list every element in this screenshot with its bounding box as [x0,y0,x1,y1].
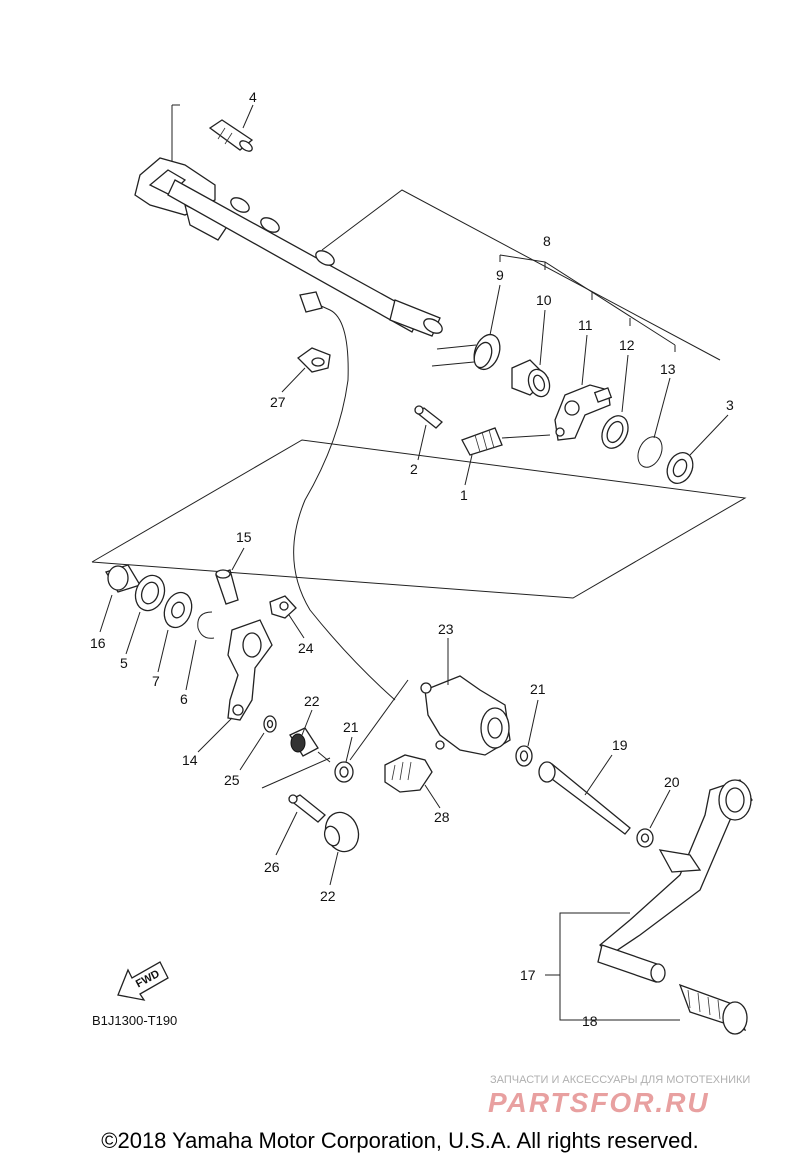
label-18: 18 [582,1013,598,1029]
washer-part-12 [601,415,629,449]
shift-pedal-part-17 [597,779,753,983]
washer-part-7 [163,591,193,629]
rod-part-19 [538,761,631,835]
label-25: 24 [298,640,314,656]
washer-part-26 [263,715,277,733]
label-29: 28 [434,809,450,825]
watermark-tagline: ЗАПЧАСТИ И АКСЕССУАРЫ ДЛЯ МОТОТЕХНИКИ [490,1074,750,1086]
nut-part-21-right [515,745,533,767]
label-14: 14 [182,752,198,768]
diagram-code: B1J1300-T190 [92,1013,177,1028]
bolt-part-27 [288,794,326,823]
bearing-part-16 [105,564,141,593]
bracket-lines-17-18 [545,912,680,1021]
bolt-part-15 [215,569,239,605]
label-1: 1 [460,487,468,503]
label-6: 6 [180,691,188,707]
collar-part-10 [511,359,551,398]
label-17: 17 [520,967,536,983]
part-number-labels: 4 8 9 10 11 12 13 3 2 1 27 15 16 5 7 6 2… [90,89,734,1029]
label-23: 22 [320,888,336,904]
shaft-leader-left [171,104,180,170]
label-10: 10 [536,292,552,308]
label-3: 3 [726,397,734,413]
cap-part-23 [323,811,360,853]
label-21-left: 21 [343,719,359,735]
label-13: 13 [660,361,676,377]
spring-part-9 [431,333,501,371]
label-15: 15 [236,529,252,545]
label-9: 9 [496,267,504,283]
label-19: 19 [612,737,628,753]
bolt-part-4 [208,119,254,152]
copyright-text: ©2018 Yamaha Motor Corporation, U.S.A. A… [101,1128,699,1153]
bracket-part-29 [384,754,433,793]
plate-part-11 [554,384,613,441]
sensor-cable [293,291,396,701]
leader-lines [99,104,729,886]
label-8: 8 [543,233,551,249]
nut-part-20 [636,828,654,848]
label-16: 16 [90,635,106,651]
group-outline-middle [91,439,747,599]
fwd-arrow-icon: FWD [117,961,169,1001]
shift-shaft [134,157,443,337]
clip-part-6 [197,611,215,639]
sensor-part-24 [420,675,511,756]
label-20: 20 [664,774,680,790]
watermark: ЗАПЧАСТИ И АКСЕССУАРЫ ДЛЯ МОТОТЕХНИКИ PA… [488,1074,750,1118]
label-5: 5 [120,655,128,671]
clamp-part-28 [296,347,331,373]
label-22: 22 [304,693,320,709]
spring-part-1 [461,427,551,456]
seal-part-3 [666,451,694,485]
nut-part-21-left [334,761,354,783]
label-28: 27 [270,394,286,410]
label-24: 23 [438,621,454,637]
circlip-part-13 [637,436,663,468]
shift-arm-part-14 [227,619,273,721]
joint-part-22 [289,727,331,763]
pedal-rubber-part-18 [678,983,748,1035]
label-27: 26 [264,859,280,875]
label-26: 25 [224,772,240,788]
watermark-brand: PARTSFOR.RU [488,1087,710,1118]
nut-part-25 [269,595,297,619]
label-12: 12 [619,337,635,353]
label-11: 11 [578,317,593,333]
label-7: 7 [152,673,160,689]
label-2: 2 [410,461,418,477]
label-4: 4 [249,89,257,105]
bearing-part-5 [134,574,166,612]
group-outline-upper [321,189,721,361]
bolt-part-2 [414,405,443,429]
label-21-right: 21 [530,681,546,697]
